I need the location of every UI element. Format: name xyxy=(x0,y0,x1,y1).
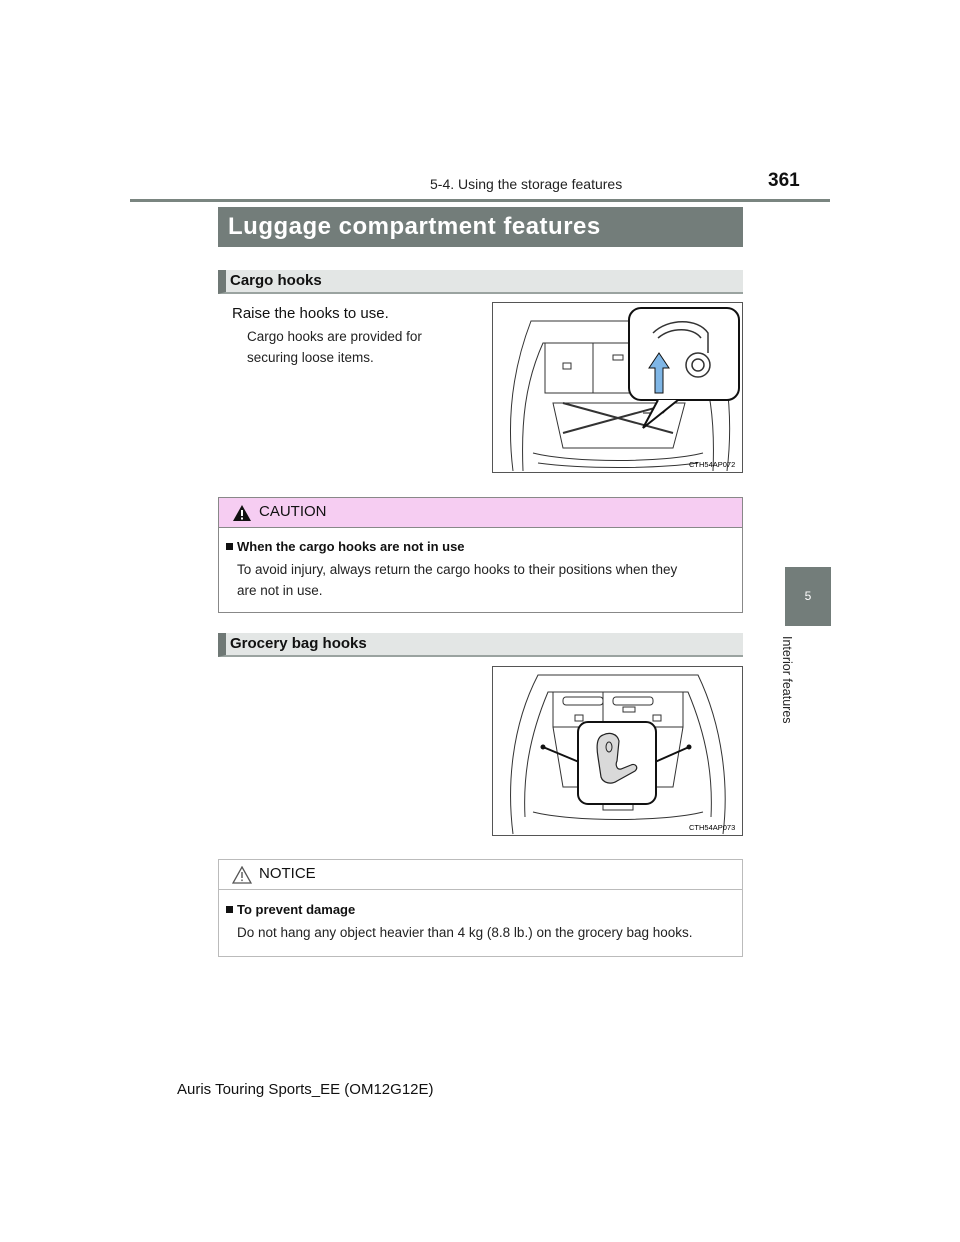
page-title-banner: Luggage compartment features xyxy=(218,207,743,247)
chapter-label-container: Interior features xyxy=(780,636,802,746)
bullet-icon xyxy=(226,906,233,913)
caution-item-text: To avoid injury, always return the cargo… xyxy=(237,559,732,601)
section-title: Grocery bag hooks xyxy=(230,635,367,652)
footer-model: Auris Touring Sports_EE (OM12G12E) xyxy=(177,1081,434,1098)
notice-label: NOTICE xyxy=(259,865,316,882)
cargo-hooks-drawing: CTH54AP072 xyxy=(509,307,740,472)
notice-header: NOTICE xyxy=(219,860,742,890)
page-title: Luggage compartment features xyxy=(228,213,601,240)
bullet-icon xyxy=(226,543,233,550)
caution-triangle-icon xyxy=(232,866,252,884)
image-code-caption: CTH54AP073 xyxy=(689,823,735,832)
grocery-bag-hooks-illustration: CTH54AP073 xyxy=(492,666,743,836)
notice-box: NOTICE To prevent damage Do not hang any… xyxy=(218,859,743,957)
grocery-hooks-drawing: CTH54AP073 xyxy=(510,674,735,835)
section-title: Cargo hooks xyxy=(230,272,322,289)
caution-header: CAUTION xyxy=(219,498,742,528)
header-section-title: 5-4. Using the storage features xyxy=(430,176,623,192)
image-code-caption: CTH54AP072 xyxy=(689,460,735,469)
page-number: 361 xyxy=(768,170,800,191)
warning-icon xyxy=(233,505,251,521)
header-divider xyxy=(130,199,830,202)
notice-item-title: To prevent damage xyxy=(237,902,356,917)
caution-item-title: When the cargo hooks are not in use xyxy=(237,539,465,554)
description-line-2: securing loose items. xyxy=(247,350,374,365)
caution-text-line-1: To avoid injury, always return the cargo… xyxy=(237,562,678,577)
chapter-label: Interior features xyxy=(780,636,794,724)
caution-box: CAUTION When the cargo hooks are not in … xyxy=(218,497,743,613)
section-header-cargo-hooks: Cargo hooks xyxy=(218,270,743,294)
description-text-1: Cargo hooks are provided for xyxy=(247,329,422,344)
chapter-tab xyxy=(785,567,831,626)
notice-item-text: Do not hang any object heavier than 4 kg… xyxy=(237,925,693,940)
cargo-hooks-instruction: Raise the hooks to use. xyxy=(232,305,389,322)
chapter-number: 5 xyxy=(804,589,812,603)
description-line-1: Cargo hooks are provided for xyxy=(247,326,480,347)
caution-label: CAUTION xyxy=(259,503,327,520)
section-header-grocery-bag-hooks: Grocery bag hooks xyxy=(218,633,743,657)
cargo-hooks-description: Cargo hooks are provided for securing lo… xyxy=(247,326,480,368)
caution-text-line-2: are not in use. xyxy=(237,583,323,598)
cargo-hooks-illustration: CTH54AP072 xyxy=(492,302,743,473)
